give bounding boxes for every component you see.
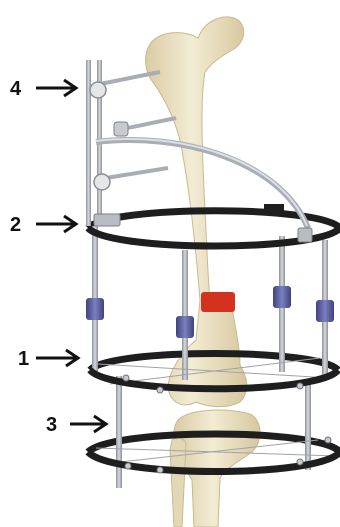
arrow-1 xyxy=(36,350,78,366)
clamp xyxy=(176,316,194,338)
clamp xyxy=(316,300,334,322)
rod xyxy=(305,380,311,470)
clamp xyxy=(86,298,104,320)
post xyxy=(86,60,91,226)
pin-clamp xyxy=(90,82,106,98)
arch-end xyxy=(298,228,312,242)
half-pin xyxy=(106,168,168,178)
label-1: 1 xyxy=(18,348,29,370)
callouts: 4 2 1 3 xyxy=(10,78,106,436)
rod xyxy=(182,250,188,380)
pin-clamp xyxy=(94,174,110,190)
label-3: 3 xyxy=(46,414,57,436)
label-4: 4 xyxy=(10,78,22,100)
arrow-4 xyxy=(36,80,76,96)
arch-bracket xyxy=(264,204,284,214)
arrow-2 xyxy=(36,216,76,232)
label-2: 2 xyxy=(10,214,21,236)
rod xyxy=(116,376,122,488)
osteotomy-segment xyxy=(201,292,235,312)
clamp xyxy=(273,286,291,308)
ring-connector xyxy=(94,214,120,226)
pin-clamp-block xyxy=(114,122,128,136)
arrow-3 xyxy=(70,416,106,432)
